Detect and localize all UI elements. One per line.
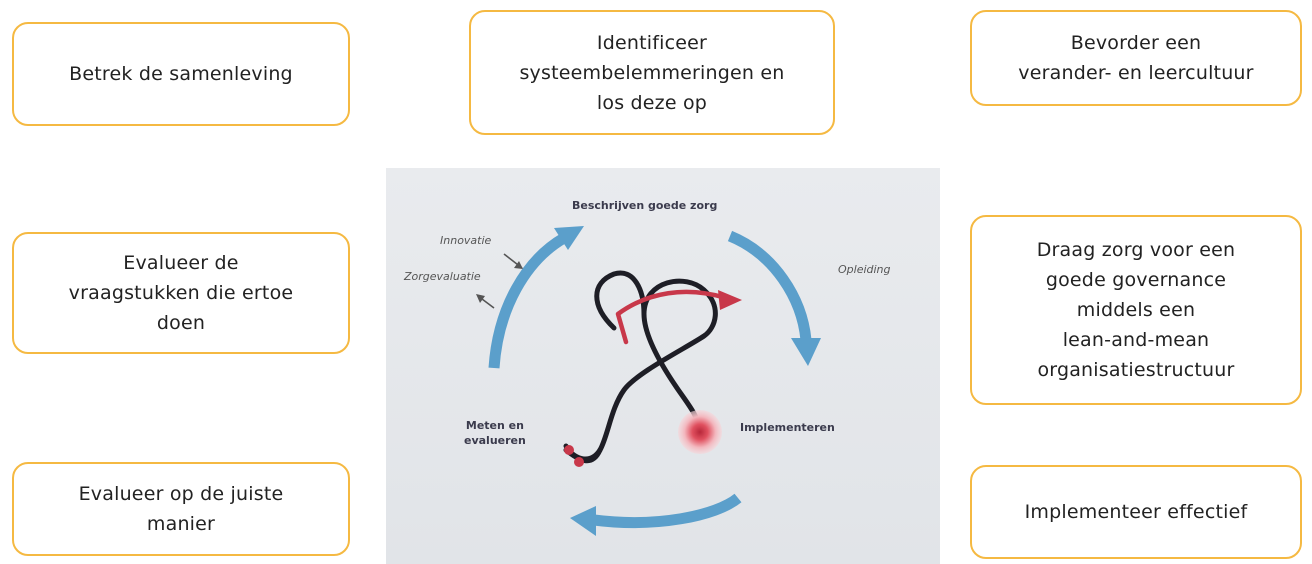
cycle-graphic xyxy=(476,226,821,536)
box-implementeer-effectief: Implementeer effectief xyxy=(970,465,1302,559)
label-meten-evalueren: Meten en evalueren xyxy=(464,419,526,447)
label-zorgevaluatie: Zorgevaluatie xyxy=(404,270,481,283)
box-text: Bevorder een verander- en leercultuur xyxy=(1018,32,1254,84)
box-evalueer-juiste-manier: Evalueer op de juiste manier xyxy=(12,462,350,556)
label-implementeren: Implementeren xyxy=(740,421,835,434)
stethoscope-earpiece-1 xyxy=(564,445,574,455)
box-evalueer-vraagstukken: Evalueer de vraagstukken die ertoe doen xyxy=(12,232,350,354)
cycle-arrow-right xyxy=(727,230,812,341)
box-text: Draag zorg voor een goede governance mid… xyxy=(1036,239,1236,381)
box-identificeer-belemmeringen: Identificeer systeembelemmeringen en los… xyxy=(469,10,835,135)
box-bevorder-cultuur: Bevorder een verander- en leercultuur xyxy=(970,10,1302,106)
box-text: Evalueer de vraagstukken die ertoe doen xyxy=(68,252,294,334)
box-betrek-samenleving: Betrek de samenleving xyxy=(12,22,350,126)
box-text: Identificeer systeembelemmeringen en los… xyxy=(519,31,785,114)
box-governance: Draag zorg voor een goede governance mid… xyxy=(970,215,1302,405)
red-check-arrow xyxy=(615,289,729,345)
arrowhead-right xyxy=(791,338,821,366)
label-beschrijven: Beschrijven goede zorg xyxy=(572,199,718,212)
box-text: Implementeer effectief xyxy=(1024,501,1248,523)
label-innovatie: Innovatie xyxy=(440,234,492,247)
label-opleiding: Opleiding xyxy=(838,263,891,276)
stethoscope-chestpiece xyxy=(678,410,722,454)
arrowhead-left xyxy=(554,226,584,250)
box-text: Betrek de samenleving xyxy=(69,63,293,85)
cycle-arrow-bottom xyxy=(593,493,742,529)
arrowhead-bottom xyxy=(570,506,596,536)
box-text: Evalueer op de juiste manier xyxy=(78,483,284,535)
cycle-arrow-left xyxy=(488,233,567,369)
care-cycle-diagram: Beschrijven goede zorg Implementeren Met… xyxy=(386,168,940,564)
stethoscope-earpiece-2 xyxy=(574,457,584,467)
